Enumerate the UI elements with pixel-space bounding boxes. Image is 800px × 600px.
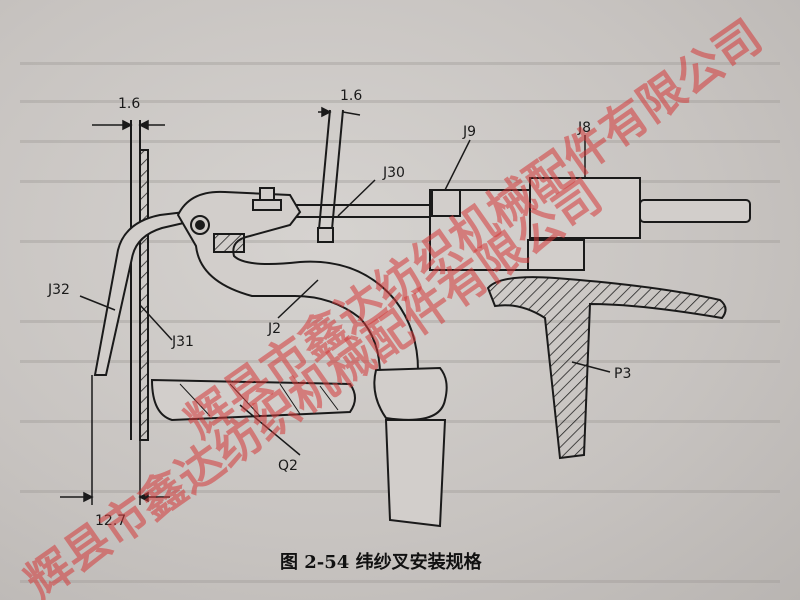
label-j2: J2 <box>267 321 281 337</box>
part-j9 <box>429 189 585 271</box>
label-j9: J9 <box>462 124 476 140</box>
label-j30: J30 <box>382 165 405 181</box>
part-q2 <box>150 378 356 422</box>
support-post <box>373 366 448 528</box>
label-j8: J8 <box>577 120 591 136</box>
leader-lines <box>79 135 611 456</box>
dimension-lines <box>60 106 361 505</box>
dimension-left-gap: 1.6 <box>118 96 140 112</box>
watermark-line-2: 辉县市鑫达纺织机械配件有限公司 <box>15 169 611 600</box>
figure-caption: 图 2-54 纬纱叉安装规格 <box>280 551 483 573</box>
part-j2 <box>176 187 419 376</box>
label-j31: J31 <box>171 334 194 350</box>
label-p3: P3 <box>614 366 631 382</box>
dimension-bottom: 12.7 <box>95 513 126 529</box>
label-q2: Q2 <box>278 458 298 474</box>
part-p3 <box>486 276 727 460</box>
part-j31 <box>130 120 149 441</box>
label-j32: J32 <box>47 282 70 298</box>
dimension-right-gap: 1.6 <box>340 88 362 104</box>
